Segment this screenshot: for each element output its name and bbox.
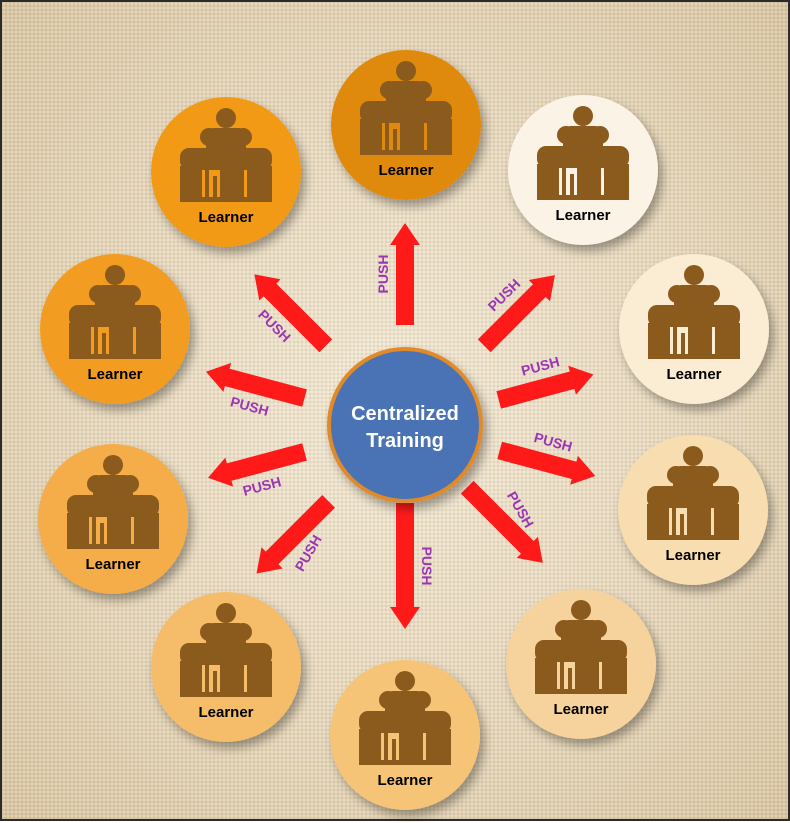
learner-label: Learner: [85, 556, 140, 573]
learner-label: Learner: [553, 701, 608, 718]
push-label: PUSH: [241, 473, 283, 499]
hub-label-line2: Training: [366, 430, 444, 452]
push-label: PUSH: [519, 353, 561, 379]
hub-label-line1: Centralized: [351, 403, 459, 425]
push-arrow: [206, 362, 307, 407]
push-arrow: [256, 495, 335, 574]
push-arrow: [460, 480, 543, 563]
push-arrow: [496, 365, 594, 409]
learner-label: Learner: [87, 366, 142, 383]
learner-node: Learner: [506, 589, 656, 739]
learner-label: Learner: [665, 547, 720, 564]
learner-label: Learner: [378, 162, 433, 179]
push-arrow: [390, 503, 420, 629]
learner-label: Learner: [666, 366, 721, 383]
push-arrow: [477, 275, 555, 353]
centralized-training-circle: [327, 347, 483, 503]
learner-node: Learner: [151, 97, 301, 247]
push-arrow: [254, 274, 333, 353]
learner-label: Learner: [555, 207, 610, 224]
push-arrow: [208, 443, 307, 487]
learner-label: Learner: [377, 772, 432, 789]
learner-node: Learner: [330, 660, 480, 810]
learner-node: Learner: [619, 254, 769, 404]
push-arrow: [497, 441, 596, 485]
learner-node: Learner: [40, 254, 190, 404]
hub: Centralized Training: [327, 347, 483, 503]
push-label: PUSH: [375, 255, 391, 294]
push-arrow: [390, 223, 420, 325]
learner-label: Learner: [198, 209, 253, 226]
learner-node: Learner: [508, 95, 658, 245]
learner-node: Learner: [331, 50, 481, 200]
push-label: PUSH: [532, 429, 574, 455]
learner-node: Learner: [38, 444, 188, 594]
learner-node: Learner: [151, 592, 301, 742]
push-label: PUSH: [419, 547, 435, 586]
learner-label: Learner: [198, 704, 253, 721]
push-label: PUSH: [229, 393, 271, 419]
learner-node: Learner: [618, 435, 768, 585]
